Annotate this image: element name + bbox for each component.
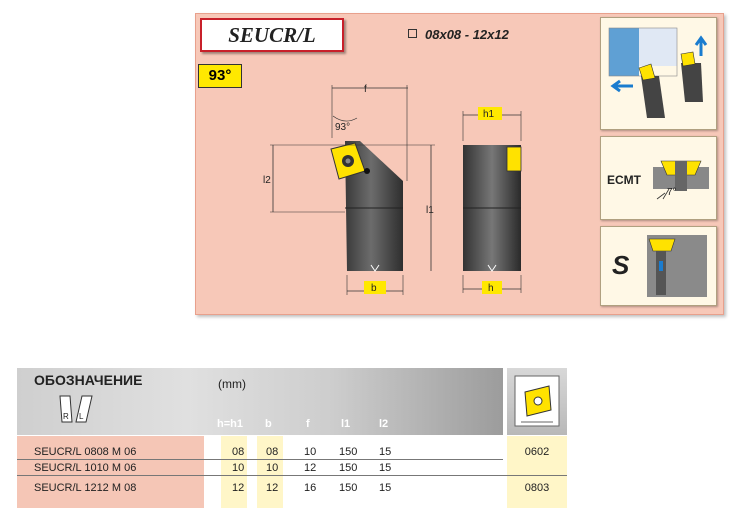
row-divider	[17, 475, 567, 476]
row-designation: SEUCR/L 1010 M 06	[34, 462, 137, 474]
row-f: 16	[304, 482, 317, 494]
angle-badge: 93°	[198, 64, 242, 88]
left-hand-letter: L	[79, 412, 84, 421]
row-l2: 15	[379, 462, 392, 474]
table-row: SEUCR/L 1212 M 08 12 12 16 150 15	[17, 481, 503, 495]
col-header-f: f	[306, 418, 310, 430]
dim-h1: h1	[483, 109, 495, 120]
size-range: 08x08 - 12x12	[408, 27, 509, 42]
designation-title: ОБОЗНАЧЕНИЕ	[34, 372, 143, 388]
designation-band	[17, 436, 204, 508]
clamping-type-box	[600, 226, 717, 306]
holder-hand-icon: R L	[59, 395, 93, 423]
row-b: 10	[266, 462, 279, 474]
row-h: 12	[232, 482, 245, 494]
insert-column-band	[507, 436, 567, 508]
table-row: SEUCR/L 1010 M 06 10 10 12 150 15	[17, 461, 503, 476]
right-hand-letter: R	[63, 412, 69, 421]
dim-angle: 93°	[335, 122, 350, 133]
square-icon	[408, 29, 417, 38]
screw-clamp-icon	[647, 235, 707, 297]
table-header	[17, 368, 503, 435]
front-view	[270, 85, 435, 295]
col-header-b: b	[265, 418, 272, 430]
dim-l1: l1	[426, 205, 434, 216]
dim-f: f	[364, 84, 367, 95]
insert-code: 0602	[524, 446, 550, 458]
row-b: 12	[266, 482, 279, 494]
row-f: 10	[304, 446, 317, 458]
col-header-l1: l1	[341, 418, 351, 430]
row-b: 08	[266, 446, 279, 458]
units-label: (mm)	[218, 377, 246, 391]
row-designation: SEUCR/L 1212 M 08	[34, 482, 137, 494]
insert-column-header	[507, 368, 567, 435]
dim-l2: l2	[263, 175, 271, 186]
row-l2: 15	[379, 446, 392, 458]
insert-type-label: ECMT	[607, 173, 641, 187]
insert-code: 0803	[524, 482, 550, 494]
operation-diagram	[600, 17, 717, 130]
dim-b: b	[371, 283, 377, 294]
col-header-h: h=h1	[217, 418, 243, 430]
row-f: 12	[304, 462, 317, 474]
turning-operation-icon	[608, 27, 708, 118]
b-column-band	[257, 436, 283, 508]
table-row: SEUCR/L 0808 M 06 08 08 10 150 15	[17, 445, 503, 460]
row-l1: 150	[339, 462, 358, 474]
col-header-l2: l2	[379, 418, 389, 430]
side-view	[462, 107, 522, 294]
insert-profile-icon: 7°	[653, 160, 709, 200]
insert-type-box: 7°	[600, 136, 717, 220]
square-insert-icon	[514, 375, 560, 427]
row-l2: 15	[379, 482, 392, 494]
h-column-band	[221, 436, 247, 508]
screw-type-label: S	[612, 250, 630, 280]
row-designation: SEUCR/L 0808 M 06	[34, 446, 137, 458]
insert-clearance-angle: 7°	[667, 187, 677, 198]
row-h: 08	[232, 446, 245, 458]
dim-h: h	[488, 283, 494, 294]
row-l1: 150	[339, 482, 358, 494]
model-title: SEUCR/L	[200, 18, 344, 52]
row-l1: 150	[339, 446, 358, 458]
size-range-text: 08x08 - 12x12	[425, 27, 509, 42]
row-h: 10	[232, 462, 245, 474]
tool-holder-drawing: f 93° l2 l1 b h1 h	[263, 84, 522, 295]
